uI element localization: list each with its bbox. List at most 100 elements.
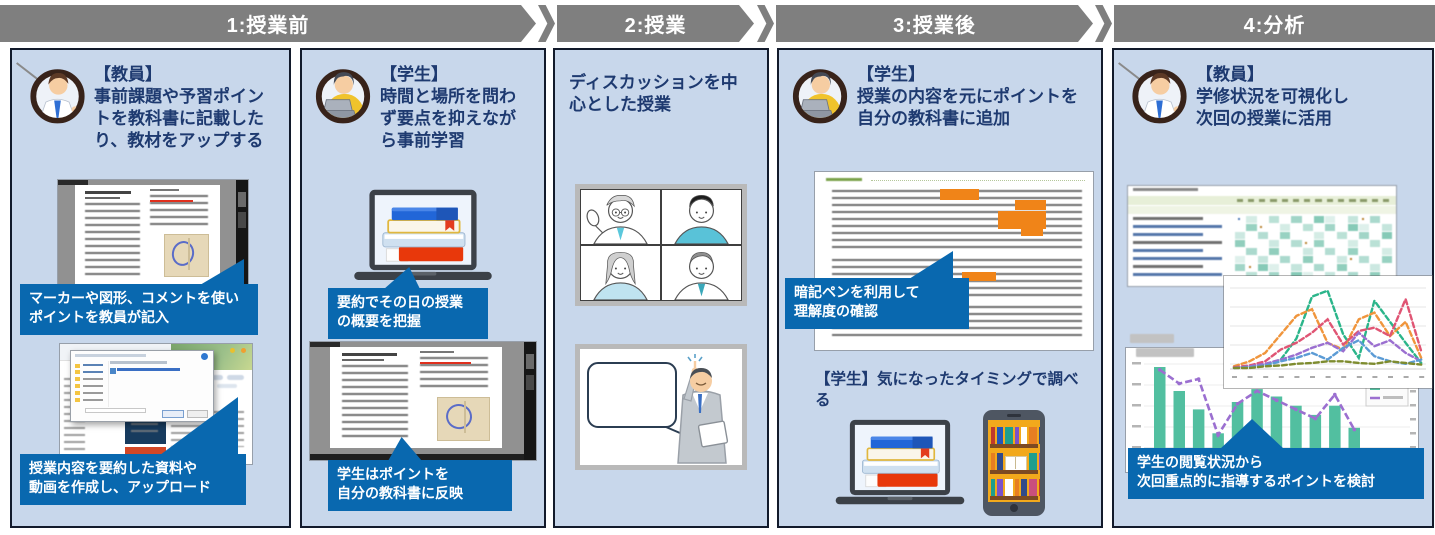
page-thumbnail bbox=[526, 375, 534, 391]
column-header-chip bbox=[1326, 199, 1333, 202]
sheet-top bbox=[1128, 186, 1396, 195]
chevron-icon bbox=[538, 5, 555, 42]
heat-cell bbox=[1325, 248, 1336, 255]
path-decor bbox=[690, 368, 712, 379]
callout-text: 学生の閲覧状況から 次回重点的に指導するポイントを検討 bbox=[1137, 454, 1375, 490]
column-header-chip bbox=[1382, 199, 1390, 202]
shelf-row bbox=[990, 424, 1040, 448]
page-fold bbox=[464, 400, 467, 434]
callout-review-status: 学生の閲覧状況から 次回重点的に指導するポイントを検討 bbox=[1128, 419, 1424, 499]
row-label bbox=[1133, 273, 1222, 276]
lms-orange-bar bbox=[125, 447, 166, 455]
rect-decor bbox=[1251, 389, 1263, 448]
rect-decor bbox=[1232, 376, 1237, 378]
circle-decor bbox=[705, 211, 708, 214]
file-dialog bbox=[69, 350, 214, 422]
rect-decor bbox=[1410, 390, 1416, 393]
book-spine bbox=[997, 453, 1003, 470]
heat-cell bbox=[1235, 264, 1246, 271]
dotted-rule bbox=[870, 180, 1085, 181]
folder-label bbox=[83, 392, 104, 395]
row-label bbox=[1133, 217, 1204, 220]
phone-screen bbox=[988, 420, 1040, 502]
home-button bbox=[1010, 504, 1018, 512]
person-illustration bbox=[586, 194, 648, 244]
heat-cell bbox=[1336, 256, 1347, 263]
panel-before-class-student: 【学生】 時間と場所を問わ ず要点を抑えなが ら事前学習 要約でその日の授業 の… bbox=[300, 48, 546, 528]
path-decor bbox=[920, 448, 930, 459]
step-label: 2:授業 bbox=[624, 15, 687, 37]
participant-tie-icon bbox=[661, 245, 742, 301]
green-section-label bbox=[826, 178, 863, 182]
circle-decor bbox=[811, 75, 830, 94]
pill-button bbox=[217, 383, 237, 389]
rect-decor bbox=[436, 207, 458, 221]
circle-decor bbox=[49, 76, 68, 95]
red-marker-line bbox=[150, 199, 194, 203]
heading-line bbox=[85, 196, 120, 199]
path-decor bbox=[698, 394, 702, 413]
red-marker-line bbox=[419, 361, 472, 365]
heat-cell bbox=[1235, 256, 1246, 263]
heat-cell bbox=[1246, 272, 1257, 279]
file-upload-dialog-screenshot bbox=[60, 344, 252, 464]
laptop-books-illustration bbox=[354, 189, 492, 280]
title-text: 授業の内容を元にポイントを 自分の教科書に追加 bbox=[857, 87, 1078, 129]
path-decor bbox=[695, 382, 707, 386]
circle-decor bbox=[1294, 407, 1298, 412]
column-header-chip bbox=[1304, 199, 1311, 202]
shelf-row bbox=[990, 450, 1040, 474]
presenter-illustration bbox=[587, 354, 729, 464]
row-label bbox=[1133, 241, 1222, 244]
rect-decor bbox=[1410, 404, 1416, 407]
rect-decor bbox=[1278, 376, 1284, 378]
panel-title: 【学生】 授業の内容を元にポイントを 自分の教科書に追加 bbox=[857, 64, 1101, 130]
line-decor bbox=[698, 356, 703, 362]
rect-decor bbox=[1294, 376, 1300, 378]
rect-decor bbox=[1270, 396, 1283, 448]
memorization-pen-highlight bbox=[1020, 228, 1043, 237]
callout-text: 授業内容を要約した資料や 動画を作成し、アップロード bbox=[29, 460, 211, 496]
heat-cell bbox=[1359, 232, 1370, 239]
heat-cell bbox=[1336, 232, 1347, 239]
rect-decor bbox=[1173, 391, 1185, 448]
teacher-illustration bbox=[16, 62, 85, 124]
row-label bbox=[1133, 257, 1222, 260]
circle-decor bbox=[1313, 416, 1318, 421]
person-illustration bbox=[674, 251, 729, 300]
memorization-pen-highlight bbox=[1015, 200, 1046, 211]
page-thumbnail bbox=[526, 353, 534, 370]
column-header-chip bbox=[1236, 199, 1243, 202]
path-decor bbox=[810, 72, 831, 86]
step-arrow-class: 2:授業 bbox=[557, 5, 754, 42]
heat-cell bbox=[1257, 264, 1268, 271]
folder-icon bbox=[74, 384, 80, 389]
rect-decor bbox=[1403, 376, 1409, 378]
participant-blackhair-icon bbox=[661, 189, 742, 245]
rect-decor bbox=[697, 420, 729, 448]
cell-dot bbox=[1361, 218, 1364, 220]
heat-cell bbox=[1302, 248, 1313, 255]
role-label: 【学生】 bbox=[857, 65, 925, 84]
heat-cell bbox=[1280, 224, 1291, 231]
panel-title: 【学生】 時間と場所を問わ ず要点を抑えなが ら事前学習 bbox=[380, 64, 542, 152]
page-thumbnail bbox=[238, 212, 246, 228]
rect-decor bbox=[1231, 402, 1244, 448]
circle-decor bbox=[334, 75, 353, 94]
heat-cell bbox=[1291, 240, 1302, 247]
blue-scribble-circle bbox=[169, 238, 197, 269]
rect-decor bbox=[1154, 367, 1166, 448]
blurred-label-chip bbox=[1136, 348, 1194, 357]
column-header-chip bbox=[1281, 199, 1288, 202]
row-label bbox=[1133, 233, 1204, 236]
folder-icon bbox=[74, 363, 80, 368]
panel-title: ディスカッションを中 心とした授業 bbox=[569, 73, 738, 115]
heading-line bbox=[342, 358, 384, 361]
heat-cell bbox=[1325, 272, 1336, 279]
folder-icon bbox=[74, 370, 80, 375]
heat-cell bbox=[1268, 216, 1280, 223]
rect-decor bbox=[1410, 418, 1416, 421]
folder-label bbox=[83, 364, 104, 367]
heat-cell bbox=[1370, 240, 1381, 247]
circle-decor bbox=[1333, 392, 1337, 397]
